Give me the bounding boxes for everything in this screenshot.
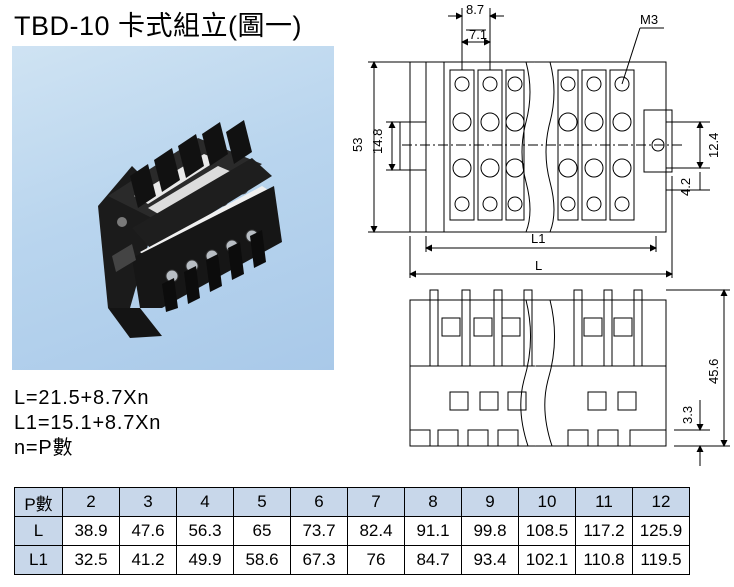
table-header-cell: 9 [461,487,519,517]
table-header-cell: 12 [632,487,690,517]
formula-l: L=21.5+8.7Xn [14,387,150,409]
dim-screw: M3 [640,12,658,27]
table-cell: 56.3 [176,516,234,546]
table-cell: 38.9 [62,516,120,546]
table-header-cell: 6 [290,487,348,517]
table-cell: 91.1 [404,516,462,546]
table-header-cell: 7 [347,487,405,517]
table-cell: 58.6 [233,545,291,575]
table-header-cell: 8 [404,487,462,517]
table-header-cell: 11 [575,487,633,517]
dim-inner: 7.1 [469,27,487,42]
formula-n: n=P數 [14,437,74,459]
dim-height: 53 [350,138,365,152]
table-header-cell: 10 [518,487,576,517]
table-cell: 125.9 [632,516,690,546]
length-table: P數 2 3 4 5 6 7 8 9 10 11 12 L 38.9 47.6 … [14,487,690,575]
dim-mount: 14.8 [370,129,385,154]
dimension-drawing: 8.7 7.1 M3 53 14.8 12.4 4.2 L1 L 45.6 3.… [350,2,730,466]
table-cell: 110.8 [575,545,633,575]
table-cell: 76 [347,545,405,575]
table-cell: 65 [233,516,291,546]
dim-right-gap: 12.4 [706,133,721,158]
table-cell: 117.2 [575,516,633,546]
table-cell: 32.5 [62,545,120,575]
page-title: TBD-10 卡式組立(圖一) [14,11,303,41]
table-cell: 41.2 [119,545,177,575]
product-photo [12,46,334,370]
table-header-cell: 5 [233,487,291,517]
table-cell: 99.8 [461,516,519,546]
dim-l: L [535,258,542,273]
table-cell: 93.4 [461,545,519,575]
dim-side-small: 3.3 [680,406,695,424]
table-row: L1 32.5 41.2 49.9 58.6 67.3 76 84.7 93.4… [14,545,690,575]
table-header-cell: 3 [119,487,177,517]
dim-pitch: 8.7 [466,2,484,17]
table-cell: 119.5 [632,545,690,575]
table-cell: 67.3 [290,545,348,575]
dim-l1: L1 [531,231,545,246]
length-formulas: L=21.5+8.7Xn L1=15.1+8.7Xn n=P數 [14,386,161,461]
table-cell: 108.5 [518,516,576,546]
table-row: L 38.9 47.6 56.3 65 73.7 82.4 91.1 99.8 … [14,516,690,546]
table-row-label: L [14,516,63,546]
table-cell: 82.4 [347,516,405,546]
table-header-row: P數 2 3 4 5 6 7 8 9 10 11 12 [14,487,690,517]
formula-l1: L1=15.1+8.7Xn [14,412,162,434]
table-cell: 47.6 [119,516,177,546]
table-header-cell: P數 [14,487,63,517]
dim-side-height: 45.6 [706,359,721,384]
table-header-cell: 4 [176,487,234,517]
table-cell: 73.7 [290,516,348,546]
table-header-cell: 2 [62,487,120,517]
terminal-block-illustration [98,120,282,338]
table-cell: 102.1 [518,545,576,575]
table-cell: 84.7 [404,545,462,575]
dim-right-small: 4.2 [678,178,693,196]
table-cell: 49.9 [176,545,234,575]
table-row-label: L1 [14,545,63,575]
